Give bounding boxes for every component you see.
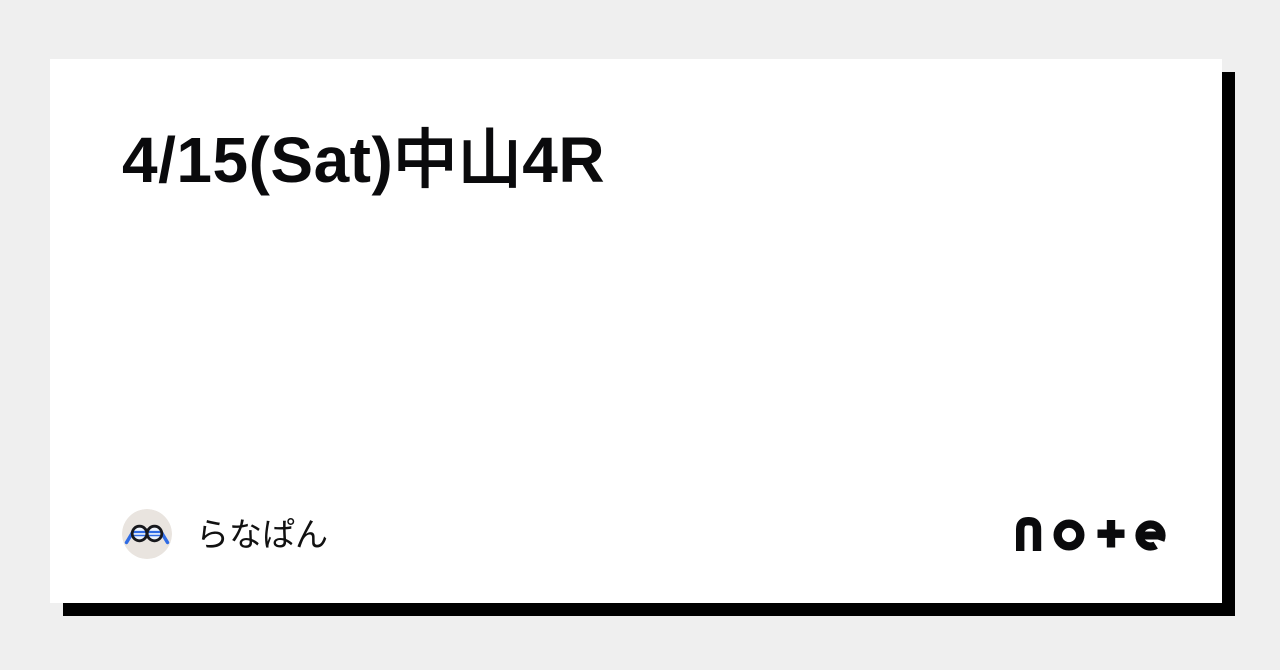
glasses-icon [122, 509, 172, 559]
note-logo-icon [1016, 517, 1166, 551]
note-logo [1016, 517, 1166, 551]
article-title: 4/15(Sat)中山4R [122, 124, 606, 196]
author: らなぱん [122, 509, 328, 559]
article-card: 4/15(Sat)中山4R [50, 59, 1222, 603]
card-footer: らなぱん [122, 509, 1166, 559]
author-name: らなぱん [196, 515, 328, 553]
avatar [122, 509, 172, 559]
